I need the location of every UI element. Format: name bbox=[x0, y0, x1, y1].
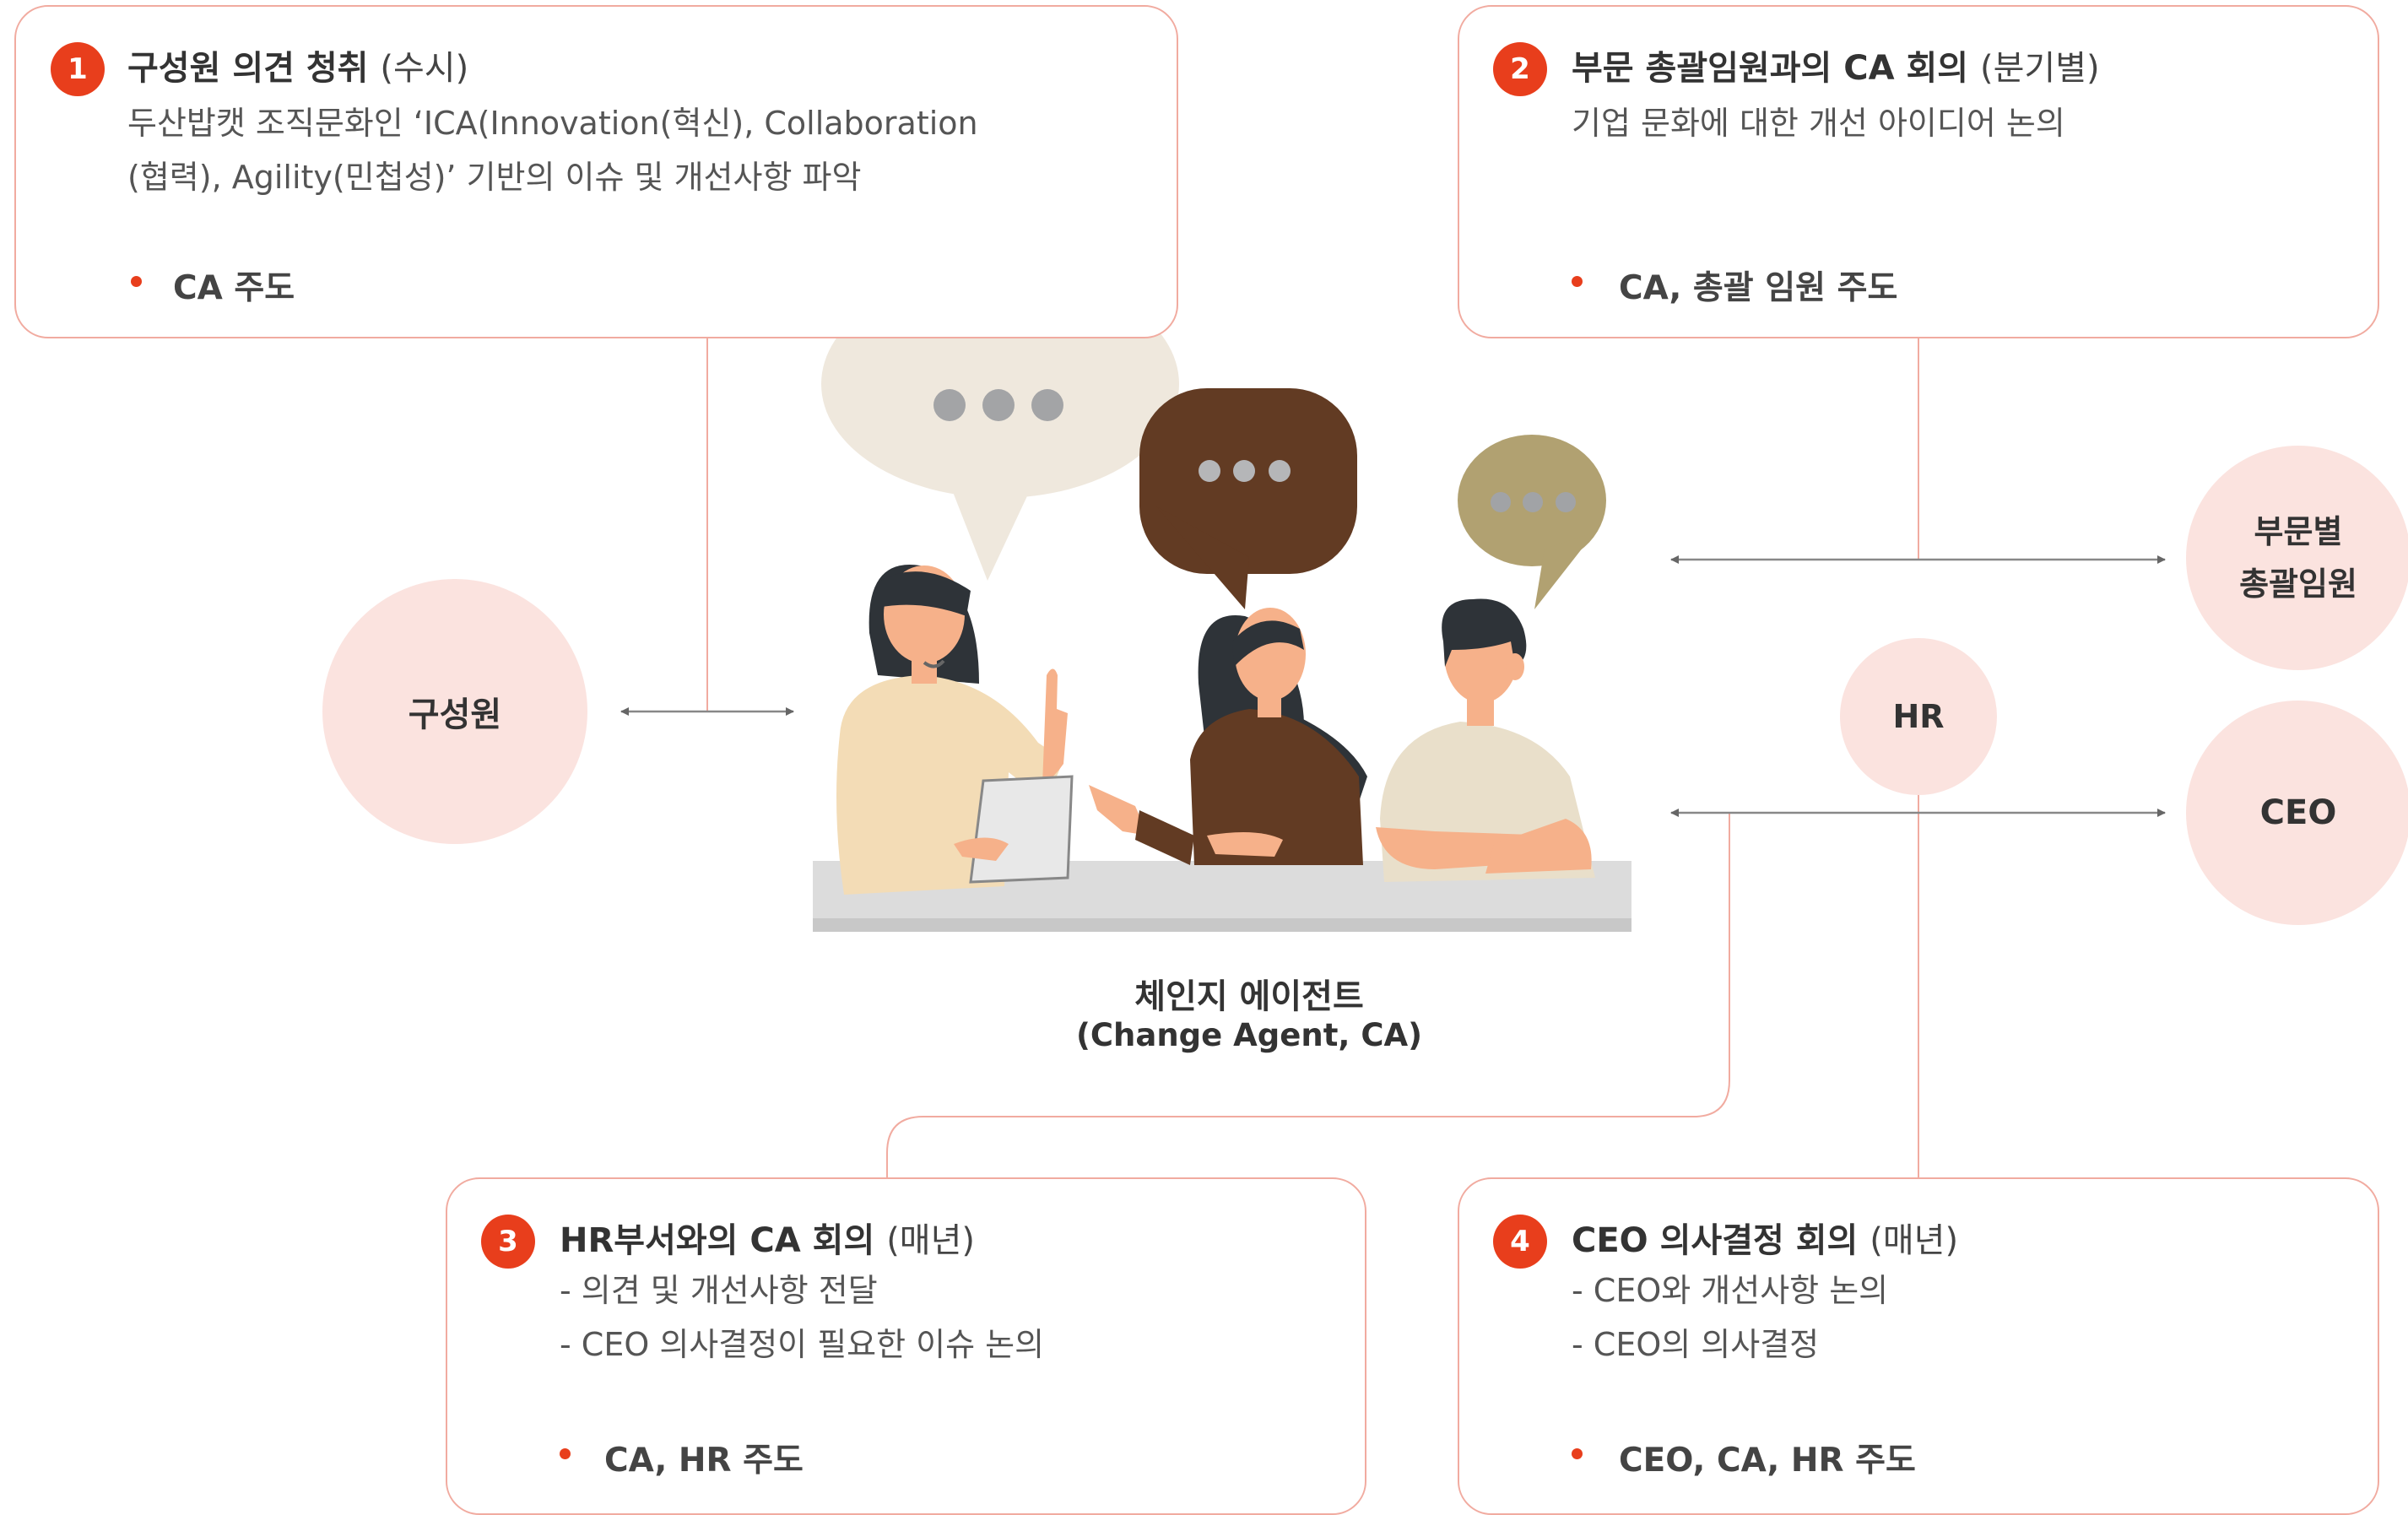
bullet-icon bbox=[1572, 1448, 1583, 1459]
bullet-icon bbox=[560, 1448, 571, 1459]
speech-bubble-brown-icon bbox=[1139, 388, 1357, 609]
woman-left-icon bbox=[836, 565, 1074, 895]
step-title: CEO 의사결정 회의 (매년) bbox=[1572, 1213, 1958, 1262]
step-lead: CA, 총괄 임원 주도 bbox=[1619, 269, 1898, 307]
step-description-line-1: 기업 문화에 대한 개선 아이디어 논의 bbox=[1572, 105, 2065, 142]
node-hr: HR bbox=[1840, 638, 1997, 795]
step-title: 구성원 의견 청취 (수시) bbox=[127, 41, 468, 89]
step-number-badge: 1 bbox=[51, 42, 105, 96]
step-description-line-1: - CEO와 개선사항 논의 bbox=[1572, 1272, 1889, 1309]
node-executives-label-1: 부문별 bbox=[2254, 513, 2343, 550]
step-frequency: (분기별) bbox=[1980, 49, 2100, 88]
step-title-text: 구성원 의견 청취 bbox=[127, 49, 369, 88]
center-title: 체인지 에이전트 bbox=[1134, 977, 1364, 1016]
step-description-line-1: - 의견 및 개선사항 전달 bbox=[560, 1272, 878, 1309]
node-executives-label-2: 총괄임원 bbox=[2239, 565, 2357, 603]
step-title-text: 부문 총괄임원과의 CA 회의 bbox=[1572, 49, 1969, 88]
node-ceo-label: CEO bbox=[2259, 793, 2337, 832]
woman-middle-icon bbox=[1089, 608, 1367, 865]
step-title: 부문 총괄임원과의 CA 회의 (분기별) bbox=[1572, 41, 2100, 89]
bullet-icon bbox=[1572, 276, 1583, 287]
line-arrow-to-box3 bbox=[886, 813, 1730, 1177]
step-frequency: (매년) bbox=[886, 1221, 975, 1260]
step-lead: CEO, CA, HR 주도 bbox=[1619, 1442, 1916, 1480]
node-members-label: 구성원 bbox=[408, 695, 502, 734]
step-lead: CA, HR 주도 bbox=[604, 1442, 804, 1480]
man-right-icon bbox=[1376, 598, 1595, 882]
step-description-line-2: - CEO 의사결정이 필요한 이슈 논의 bbox=[560, 1326, 1045, 1363]
step-title-text: CEO 의사결정 회의 bbox=[1572, 1221, 1859, 1260]
node-division-executives: 부문별 총괄임원 bbox=[2186, 446, 2408, 670]
step-box-1: 1 구성원 의견 청취 (수시) 두산밥캣 조직문화인 ‘ICA(Innovat… bbox=[14, 5, 1178, 338]
step-box-4: 4 CEO 의사결정 회의 (매년) - CEO와 개선사항 논의 - CEO의… bbox=[1458, 1177, 2379, 1515]
step-number-badge: 4 bbox=[1493, 1215, 1547, 1269]
step-description-line-2: - CEO의 의사결정 bbox=[1572, 1326, 1820, 1363]
step-box-2: 2 부문 총괄임원과의 CA 회의 (분기별) 기업 문화에 대한 개선 아이디… bbox=[1458, 5, 2379, 338]
node-hr-label: HR bbox=[1892, 698, 1945, 735]
speech-bubble-olive-icon bbox=[1458, 435, 1606, 609]
step-frequency: (수시) bbox=[380, 49, 469, 88]
step-title-text: HR부서와의 CA 회의 bbox=[560, 1221, 875, 1260]
node-ceo: CEO bbox=[2186, 701, 2408, 925]
step-box-3: 3 HR부서와의 CA 회의 (매년) - 의견 및 개선사항 전달 - CEO… bbox=[446, 1177, 1366, 1515]
step-frequency: (매년) bbox=[1870, 1221, 1959, 1260]
center-subtitle: (Change Agent, CA) bbox=[1075, 1017, 1423, 1053]
step-description-line-2: (협력), Agility(민첩성)’ 기반의 이슈 및 개선사항 파악 bbox=[127, 159, 862, 196]
step-number-badge: 2 bbox=[1493, 42, 1547, 96]
step-title: HR부서와의 CA 회의 (매년) bbox=[560, 1213, 975, 1262]
step-lead: CA 주도 bbox=[173, 269, 295, 307]
node-members: 구성원 bbox=[322, 579, 587, 844]
step-number-badge: 3 bbox=[481, 1215, 535, 1269]
bullet-icon bbox=[131, 276, 142, 287]
step-description-line-1: 두산밥캣 조직문화인 ‘ICA(Innovation(혁신), Collabor… bbox=[127, 105, 978, 142]
